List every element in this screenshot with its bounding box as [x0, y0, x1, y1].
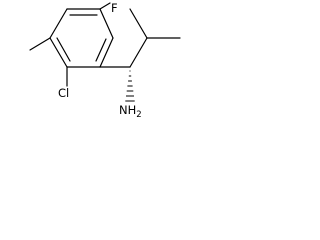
- molecule-structure: F Cl NH2: [29, 1, 181, 120]
- bond-chiral-isopropyl: [129, 37, 148, 68]
- amine-label-main: NH: [119, 103, 136, 117]
- amine-label: NH2: [119, 103, 142, 120]
- stereo-hashed-wedge: [125, 70, 135, 102]
- bond-ring-fluorine: [99, 2, 111, 10]
- chlorine-label: Cl: [58, 86, 69, 100]
- bond-isopropyl-methyl-top: [129, 8, 148, 39]
- bond-ring-methyl: [29, 37, 51, 51]
- benzene-ring: [49, 8, 114, 68]
- ring-bond-c5-c6: [49, 37, 68, 68]
- ring-bond-c2-c3: [99, 8, 114, 39]
- fluorine-label: F: [111, 1, 118, 15]
- ring-double-bond-left: [56, 37, 71, 62]
- ring-bond-c6-c1: [49, 8, 68, 39]
- ring-double-bond-right: [95, 38, 107, 62]
- ring-bond-c3-c4: [99, 37, 114, 68]
- amine-label-subscript: 2: [136, 110, 141, 120]
